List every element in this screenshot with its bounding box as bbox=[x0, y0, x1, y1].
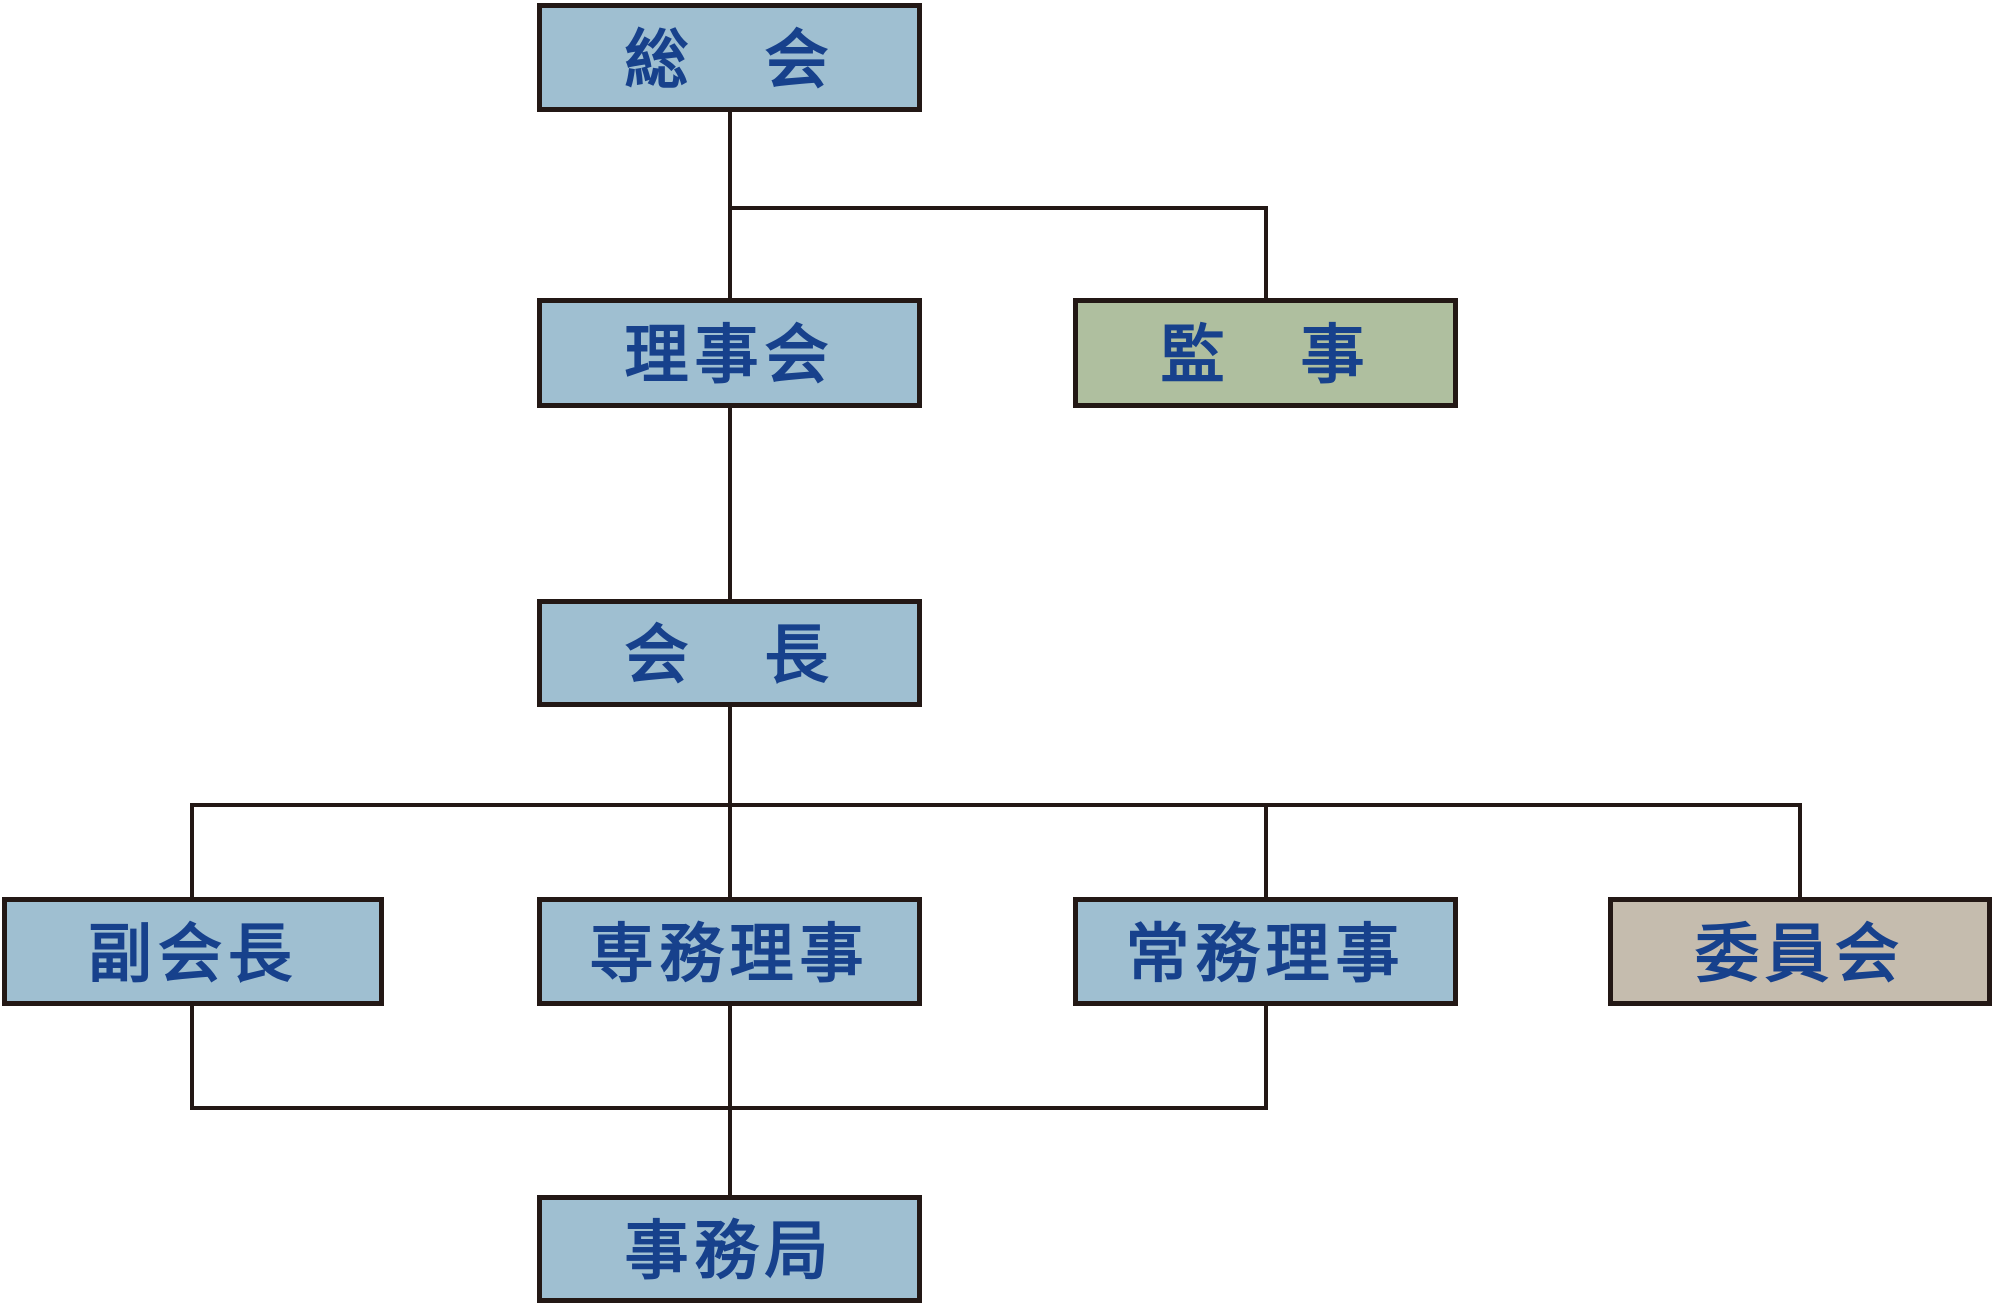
node-general-meeting-label: 総 会 bbox=[624, 23, 835, 96]
node-chairman-label: 会 長 bbox=[624, 619, 835, 691]
node-committee-label: 委員会 bbox=[1695, 917, 1905, 990]
node-board-of-directors-label: 理事会 bbox=[624, 319, 835, 391]
node-managing-director: 常務理事 bbox=[1073, 897, 1458, 1006]
node-general-meeting: 総 会 bbox=[537, 3, 922, 112]
node-vice-chairman-label: 副会長 bbox=[88, 917, 298, 990]
node-managing-director-label: 常務理事 bbox=[1125, 917, 1406, 990]
node-executive-director: 専務理事 bbox=[537, 897, 922, 1006]
node-executive-director-label: 専務理事 bbox=[589, 917, 870, 990]
node-chairman: 会 長 bbox=[537, 599, 922, 707]
node-secretariat: 事務局 bbox=[537, 1195, 922, 1303]
node-secretariat-label: 事務局 bbox=[624, 1215, 835, 1287]
node-board-of-directors: 理事会 bbox=[537, 298, 922, 408]
node-committee: 委員会 bbox=[1608, 897, 1992, 1006]
node-auditor: 監 事 bbox=[1073, 298, 1458, 408]
node-auditor-label: 監 事 bbox=[1160, 319, 1371, 391]
node-vice-chairman: 副会長 bbox=[2, 897, 384, 1006]
